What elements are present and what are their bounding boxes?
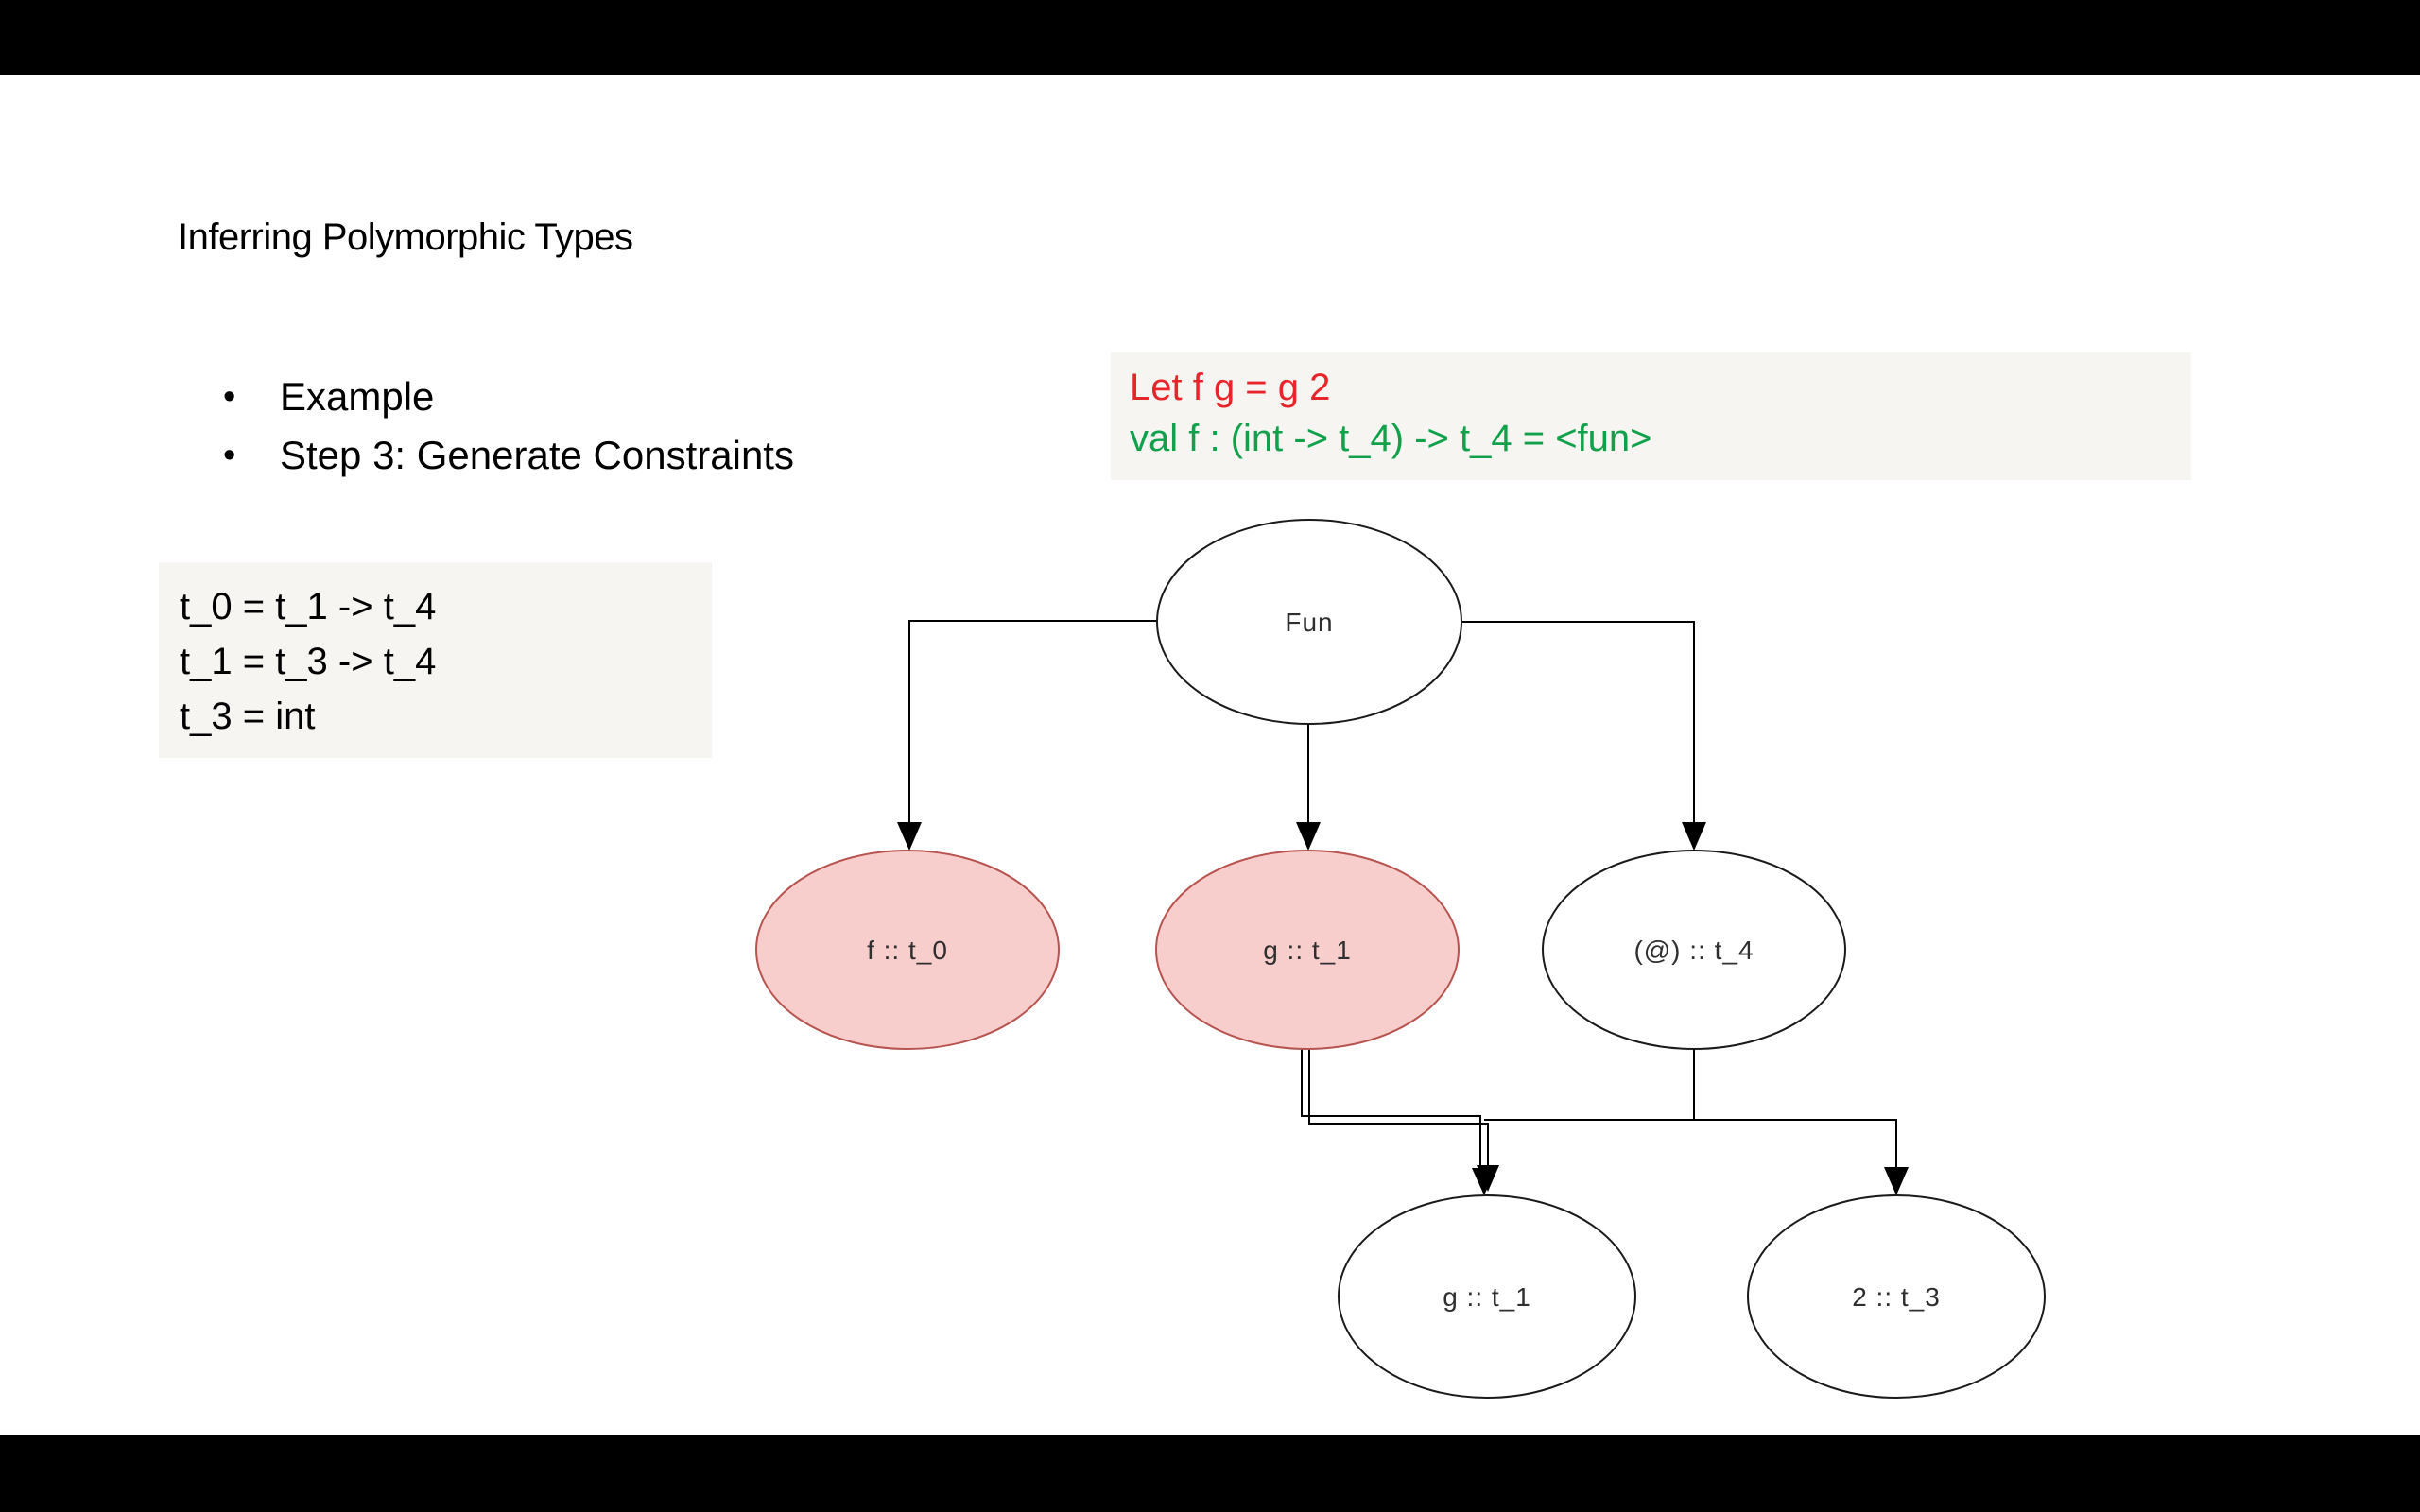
code-sample-panel: Let f g = g 2 val f : (int -> t_4) -> t_… [1111, 352, 2191, 480]
constraint-line-t0: t_0 = t_1 -> t_4 [180, 586, 437, 627]
node-f-t0-label: f :: t_0 [867, 936, 948, 965]
constraints-panel: t_0 = t_1 -> t_4 t_1 = t_3 -> t_4 t_3 = … [159, 562, 712, 758]
node-g-t1-leaf: g :: t_1 [1338, 1194, 1636, 1399]
node-fun-label: Fun [1285, 608, 1333, 637]
letterbox-bottom [0, 1435, 2420, 1512]
type-inference-tree-diagram: Fun f :: t_0 g :: t_1 (@) :: t_4 g :: t_… [755, 519, 2046, 1399]
edge-g-to-gleaf-double [1301, 1049, 1499, 1195]
node-app-t4: (@) :: t_4 [1542, 850, 1846, 1050]
node-two-t3: 2 :: t_3 [1747, 1194, 2046, 1399]
bullet-list: Example Step 3: Generate Constraints [223, 368, 794, 485]
constraint-line-t1: t_1 = t_3 -> t_4 [180, 641, 437, 682]
bullet-item-step3: Step 3: Generate Constraints [223, 426, 794, 485]
code-line-val: val f : (int -> t_4) -> t_4 = <fun> [1130, 418, 1652, 459]
node-fun: Fun [1156, 519, 1462, 725]
bullet-item-example: Example [223, 368, 794, 426]
slide-canvas: Inferring Polymorphic Types Example Step… [0, 75, 2420, 1435]
node-f-t0: f :: t_0 [755, 850, 1060, 1050]
letterbox-top [0, 0, 2420, 75]
constraint-line-t3: t_3 = int [180, 696, 316, 737]
node-g-t1: g :: t_1 [1155, 850, 1460, 1050]
node-g-t1-label: g :: t_1 [1263, 936, 1352, 965]
node-app-t4-label: (@) :: t_4 [1634, 936, 1754, 965]
edge-fun-to-g [1296, 723, 1321, 850]
code-line-let: Let f g = g 2 [1130, 367, 1331, 408]
edge-fun-to-app [1461, 621, 1706, 850]
edge-app-to-children [1484, 1049, 1909, 1195]
slide-title: Inferring Polymorphic Types [178, 216, 633, 258]
node-two-t3-label: 2 :: t_3 [1852, 1282, 1941, 1312]
node-g-t1-leaf-label: g :: t_1 [1443, 1282, 1531, 1312]
edge-fun-to-f [897, 620, 1157, 850]
